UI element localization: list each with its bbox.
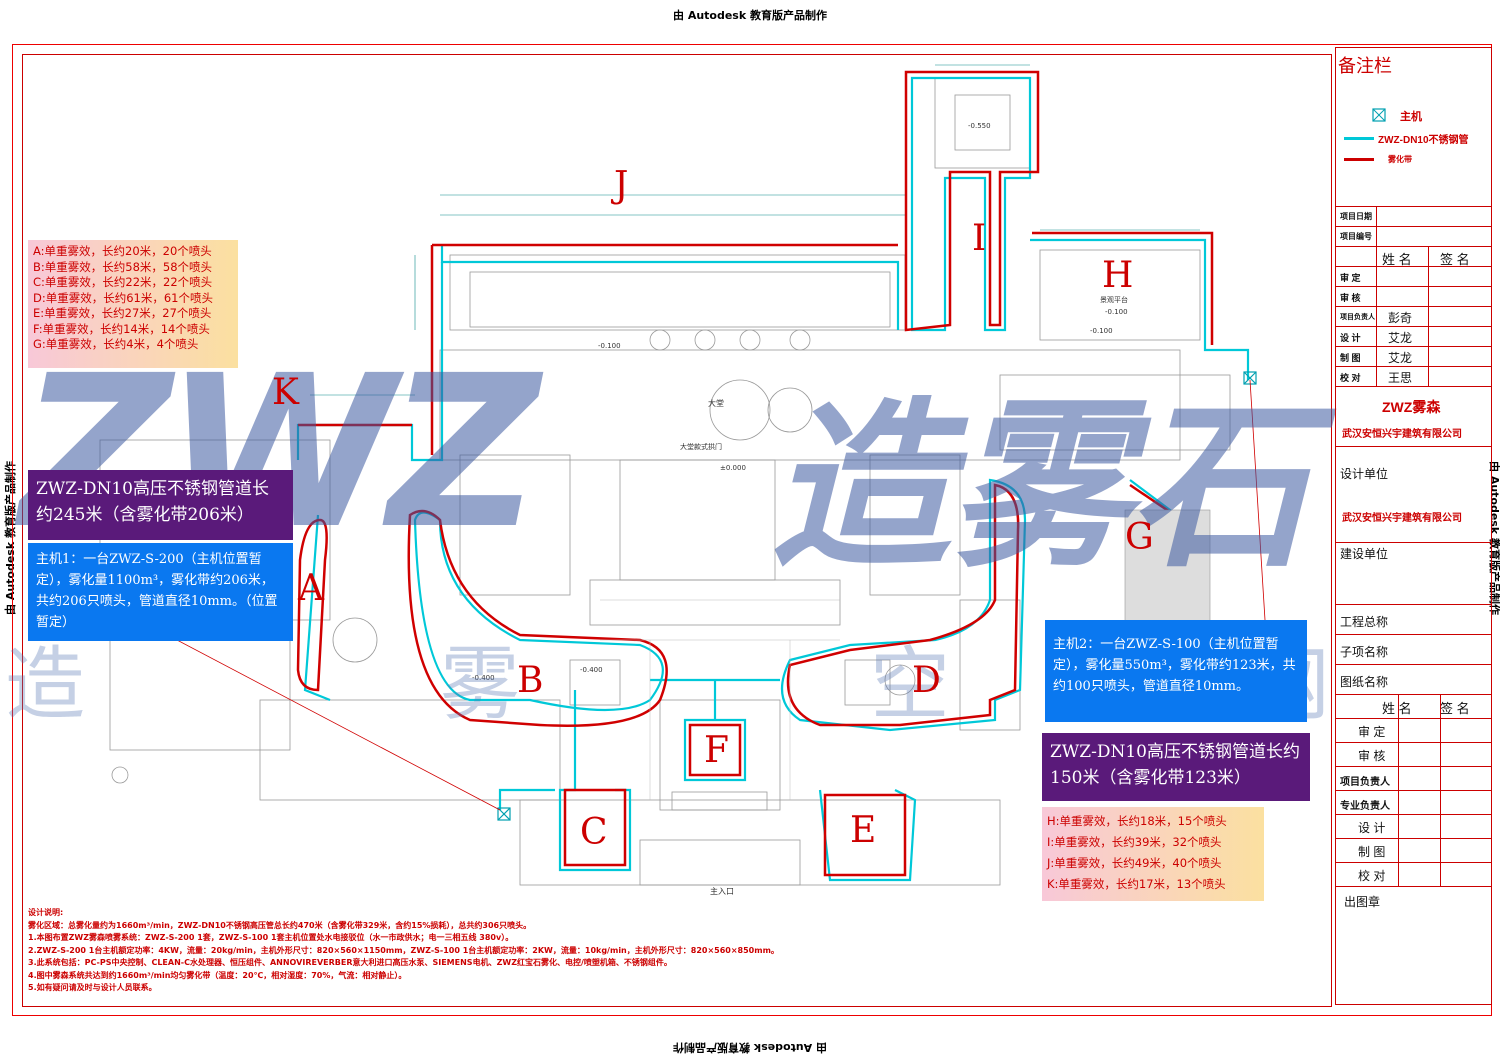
title-block: 备注栏 主机 ZWZ-DN10不锈钢管 雾化带 项目日期 项目编号 姓 名 签 … <box>1335 47 1492 1005</box>
legend-belt-swatch <box>1344 158 1374 161</box>
gate-label: 大堂款式拱门 <box>680 443 722 451</box>
build-unit-label: 建设单位 <box>1340 547 1389 561</box>
note-h: H:单重雾效，长约18米，15个喷头 <box>1047 814 1227 828</box>
brand-watermark-row2-2: 雾 <box>440 638 520 731</box>
sub-name-label: 子项名称 <box>1340 645 1389 659</box>
building-wing-north <box>449 254 906 331</box>
zone-label-k: K <box>272 372 299 413</box>
pipe-length-right: ZWZ-DN10高压不锈钢管道长约150米（含雾化带123米） <box>1042 733 1310 801</box>
design-note-line: 雾化区域：总雾化量约为1660m³/min，ZWZ-DN10不锈钢高压管总长约4… <box>28 920 532 930</box>
design-note-line: 2.ZWZ-S-200 1台主机额定功率：4KW，流量：20kg/min，主机外… <box>28 945 779 955</box>
zone-label-d: D <box>912 660 941 701</box>
tb-row-name: 艾龙 <box>1388 351 1413 365</box>
tb2-row-label: 审 核 <box>1358 749 1386 763</box>
zone-label-h: H <box>1102 255 1134 296</box>
tb-row-name: 彭奇 <box>1388 311 1413 325</box>
design-notes-title: 设计说明: <box>28 908 64 917</box>
tb-row-label: 项目负责人 <box>1340 314 1375 321</box>
design-note-line: 1.本图布置ZWZ雾森喷雾系统：ZWZ-S-200 1套，ZWZ-S-100 1… <box>28 933 514 942</box>
note-a: A:单重雾效，长约20米，20个喷头 <box>33 244 212 258</box>
level-zero-label: ±0.000 <box>720 464 746 472</box>
note-e: E:单重雾效，长约27米，27个喷头 <box>33 306 212 320</box>
design-note-line: 3.此系统包括：PC-PS中央控制、CLEAN-C水处理器、恒压组件、ANNOV… <box>28 958 672 967</box>
level-040-label: -0.400 <box>472 674 495 682</box>
design-note-line: 5.如有疑问请及时与设计人员联系。 <box>28 983 157 992</box>
tb-row-label: 审 定 <box>1340 273 1361 283</box>
brand-watermark-row2-3: 空 <box>870 638 950 731</box>
tb-row-label: 设 计 <box>1340 333 1361 343</box>
tb-row-label: 校 对 <box>1340 373 1361 383</box>
note-f: F:单重雾效，长约14米，14个喷头 <box>33 321 210 336</box>
legend-pipe: ZWZ-DN10不锈钢管 <box>1378 135 1469 146</box>
name-header: 姓 名 <box>1382 252 1412 267</box>
main-entry-label: 主入口 <box>710 887 734 896</box>
level-040b-label: -0.400 <box>580 666 603 674</box>
edu-watermark-bottom: 由 Autodesk 教育版产品制作 <box>673 1041 828 1054</box>
sign-header-2: 签 名 <box>1440 701 1470 716</box>
project-no-label: 项目编号 <box>1340 232 1372 241</box>
level-010b-label: -0.100 <box>1090 327 1113 335</box>
brand-watermark-cn: 造雾石 <box>770 383 1311 592</box>
tb-row-name: 王思 <box>1388 371 1413 385</box>
note-g: G:单重雾效，长约4米，4个喷头 <box>33 337 199 351</box>
legend-host: 主机 <box>1400 111 1422 123</box>
design-notes: 设计说明: 雾化区域：总雾化量约为1660m³/min，ZWZ-DN10不锈钢高… <box>28 907 1028 995</box>
tb2-row-label: 项目负责人 <box>1340 777 1390 788</box>
design-note-line: 4.图中雾森系统共达到约1660m³/min均匀雾化带（温度：20℃，相对湿度：… <box>28 970 407 980</box>
design-unit-label: 设计单位 <box>1340 467 1389 481</box>
zone-label-c: C <box>580 812 608 853</box>
host2-spec: 主机2：一台ZWZ-S-100（主机位置暂定），雾化量550m³，雾化带约123… <box>1045 620 1307 722</box>
tb2-row-label: 校 对 <box>1358 869 1386 883</box>
note-c: C:单重雾效，长约22米，22个喷头 <box>33 275 213 289</box>
pipe-length-left: ZWZ-DN10高压不锈钢管道长约245米（含雾化带206米） <box>28 470 293 540</box>
legend-title: 备注栏 <box>1338 56 1392 77</box>
zone-label-b: B <box>517 660 544 701</box>
zone-label-a: A <box>298 568 324 609</box>
host-box-icon <box>1372 108 1386 122</box>
sign-header: 签 名 <box>1440 252 1470 267</box>
misting-belts <box>296 70 1214 877</box>
terrace-label: 景观平台 <box>1100 296 1128 304</box>
zone-label-f: F <box>704 730 729 771</box>
stamp-label: 出图章 <box>1344 895 1381 909</box>
zone-label-g: G <box>1125 517 1154 558</box>
tb2-row-label: 设 计 <box>1358 821 1386 835</box>
drawing-name-label: 图纸名称 <box>1340 675 1389 689</box>
tb-row-label: 制 图 <box>1340 353 1361 363</box>
note-i: I:单重雾效，长约39米，32个喷头 <box>1047 835 1222 849</box>
legend-belt: 雾化带 <box>1388 155 1412 164</box>
project-name-label: 工程总称 <box>1340 615 1389 629</box>
tb-row-name: 艾龙 <box>1388 331 1413 345</box>
project-date-label: 项目日期 <box>1340 212 1372 221</box>
name-header-2: 姓 名 <box>1382 701 1412 716</box>
level-055-label: -0.550 <box>968 122 991 130</box>
drawing-frame <box>22 54 1332 1007</box>
note-k: K:单重雾效，长约17米，13个喷头 <box>1047 877 1226 891</box>
level-010-label: -0.100 <box>598 342 621 350</box>
edu-watermark-top: 由 Autodesk 教育版产品制作 <box>672 9 827 22</box>
tb2-row-label: 审 定 <box>1358 725 1386 739</box>
note-d: D:单重雾效，长约61米，61个喷头 <box>33 290 213 305</box>
host1-spec: 主机1：一台ZWZ-S-200（主机位置暂定），雾化量1100m³，雾化带约20… <box>28 543 293 641</box>
tb2-row-label: 制 图 <box>1358 845 1386 859</box>
zone-label-j: J <box>614 165 629 206</box>
note-b: B:单重雾效，长约58米，58个喷头 <box>33 259 213 274</box>
brand-watermark-row2-1: 造 <box>5 638 85 731</box>
zone-notes-left: A:单重雾效，长约20米，20个喷头 B:单重雾效，长约58米，58个喷头 C:… <box>28 240 238 368</box>
note-j: J:单重雾效，长约49米，40个喷头 <box>1047 856 1222 870</box>
company-name: 武汉安恒兴宇建筑有限公司 <box>1342 429 1462 440</box>
host-unit-1 <box>497 807 511 821</box>
company-brand: ZWZ雾森 <box>1382 399 1441 415</box>
design-company: 武汉安恒兴宇建筑有限公司 <box>1342 513 1462 524</box>
tb-row-label: 审 核 <box>1340 293 1361 303</box>
zone-label-i: I <box>972 218 987 259</box>
zone-label-e: E <box>850 810 877 851</box>
legend-pipe-swatch <box>1344 137 1374 140</box>
level-010c-label: -0.100 <box>1105 308 1128 316</box>
zone-notes-right: H:单重雾效，长约18米，15个喷头 I:单重雾效，长约39米，32个喷头 J:… <box>1042 807 1264 901</box>
lobby-label: 大堂 <box>708 399 724 408</box>
site-plan <box>99 64 1266 886</box>
tb2-row-label: 专业负责人 <box>1340 801 1390 812</box>
